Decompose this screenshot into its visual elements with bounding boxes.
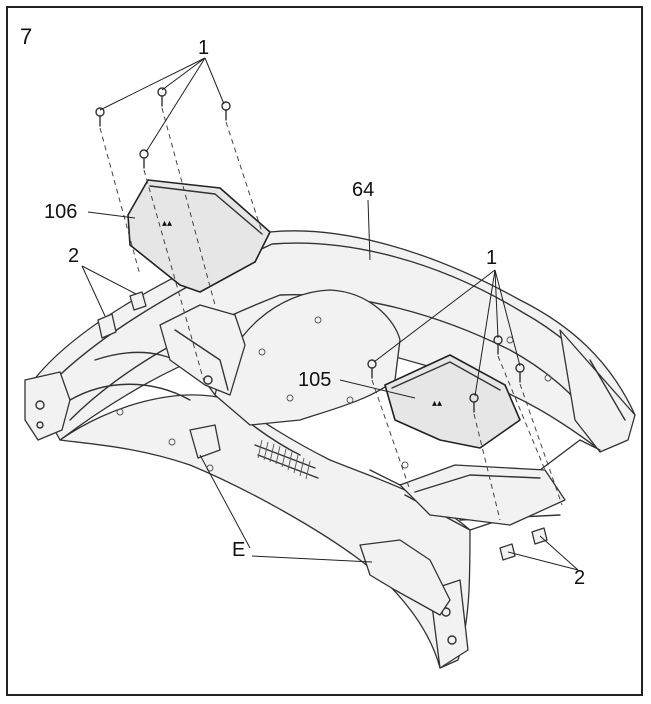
shroud-housing [24, 230, 636, 669]
part-e [189, 424, 451, 616]
leader-64 [367, 199, 371, 261]
right-tray [399, 464, 566, 526]
leader-e-b [251, 555, 373, 563]
left-tray [159, 304, 246, 396]
cover-106: ▴▴ [127, 179, 271, 293]
callout-2-right: 2 [574, 567, 585, 589]
callout-1-top-left: 1 [198, 37, 209, 59]
callout-1-right: 1 [486, 247, 497, 269]
leader-e-a [199, 454, 251, 549]
callout-105: 105 [298, 369, 331, 391]
vent-grille [254, 439, 319, 480]
callout-106: 106 [44, 201, 77, 223]
screws-right [367, 269, 563, 521]
leader-2d [539, 535, 579, 571]
callout-2-left: 2 [68, 245, 79, 267]
leader-105 [339, 379, 416, 399]
cover-105: ▴▴ [384, 354, 521, 449]
callout-64: 64 [352, 179, 374, 201]
step-number: 7 [20, 24, 32, 49]
leader-2c [507, 551, 579, 571]
leader-2b [81, 265, 137, 295]
callout-e: E [232, 539, 245, 561]
screws-top-left [95, 57, 263, 386]
svg-text:▴▴: ▴▴ [162, 218, 172, 229]
svg-text:▴▴: ▴▴ [432, 398, 442, 409]
clips [97, 291, 548, 561]
leader-106 [87, 211, 136, 219]
leader-2a [81, 265, 106, 317]
